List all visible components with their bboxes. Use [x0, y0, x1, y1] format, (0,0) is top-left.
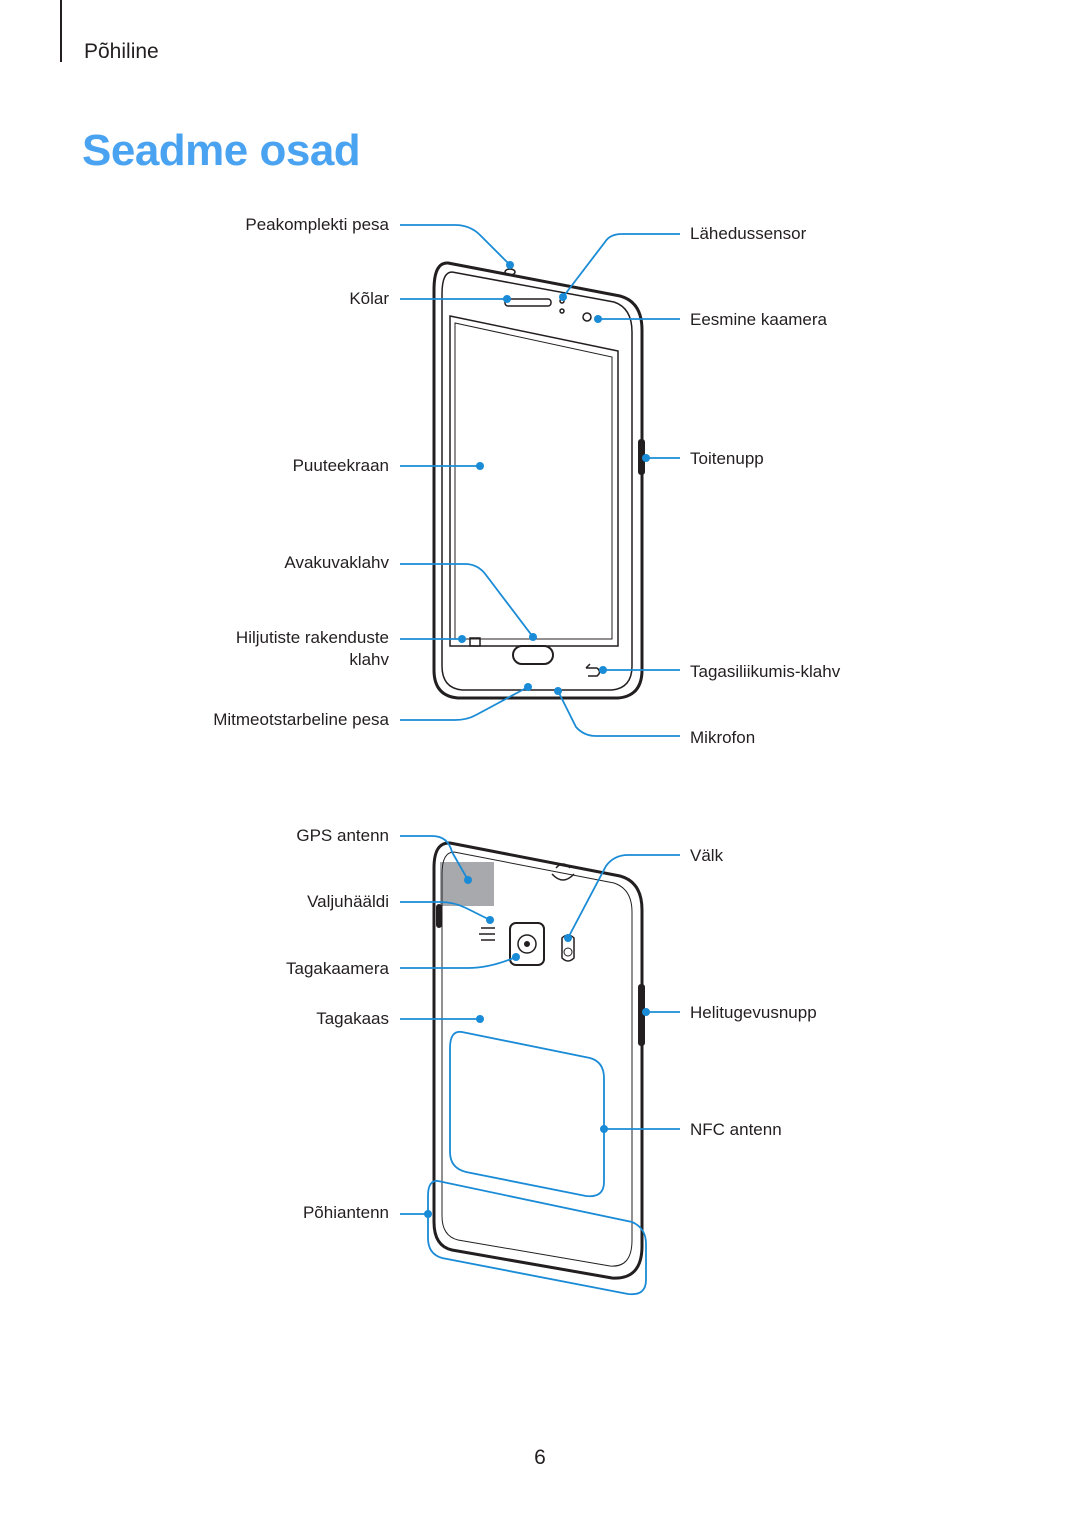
back-phone: [432, 841, 645, 1280]
page-number: 6: [534, 1446, 546, 1469]
label-speaker: Kõlar: [349, 289, 389, 308]
label-front-camera: Eesmine kaamera: [690, 310, 828, 329]
label-headset-jack: Peakomplekti pesa: [245, 215, 389, 234]
label-loudspeaker: Valjuhääldi: [307, 892, 389, 911]
section-label: Põhiline: [84, 40, 159, 63]
label-volume-key: Helitugevusnupp: [690, 1003, 817, 1022]
label-recent-apps-key-line2: klahv: [349, 650, 389, 669]
label-back-cover: Tagakaas: [316, 1009, 389, 1028]
label-rear-camera: Tagakaamera: [285, 959, 389, 978]
margin-rule: [60, 0, 62, 62]
label-flash: Välk: [690, 846, 724, 865]
back-callouts: [400, 835, 680, 1296]
label-main-antenna: Põhiantenn: [302, 1203, 389, 1222]
label-multipurpose-jack: Mitmeotstarbeline pesa: [213, 710, 389, 729]
label-home-key: Avakuvaklahv: [284, 553, 389, 572]
label-touchscreen: Puuteekraan: [292, 456, 389, 475]
label-back-key: Tagasiliikumis-klahv: [690, 662, 841, 681]
front-callout-dots: [458, 261, 650, 695]
label-gps-antenna: GPS antenn: [296, 826, 389, 845]
front-phone: [432, 261, 645, 700]
front-callouts: [400, 224, 680, 737]
label-power-key: Toitenupp: [690, 449, 764, 468]
label-recent-apps-key-line1: Hiljutiste rakenduste: [235, 628, 389, 647]
back-callout-dots: [424, 876, 650, 1218]
label-nfc-antenna: NFC antenn: [690, 1120, 782, 1139]
label-proximity-sensor: Lähedussensor: [690, 224, 807, 243]
label-microphone: Mikrofon: [690, 728, 756, 747]
page-title: Seadme osad: [82, 126, 361, 175]
